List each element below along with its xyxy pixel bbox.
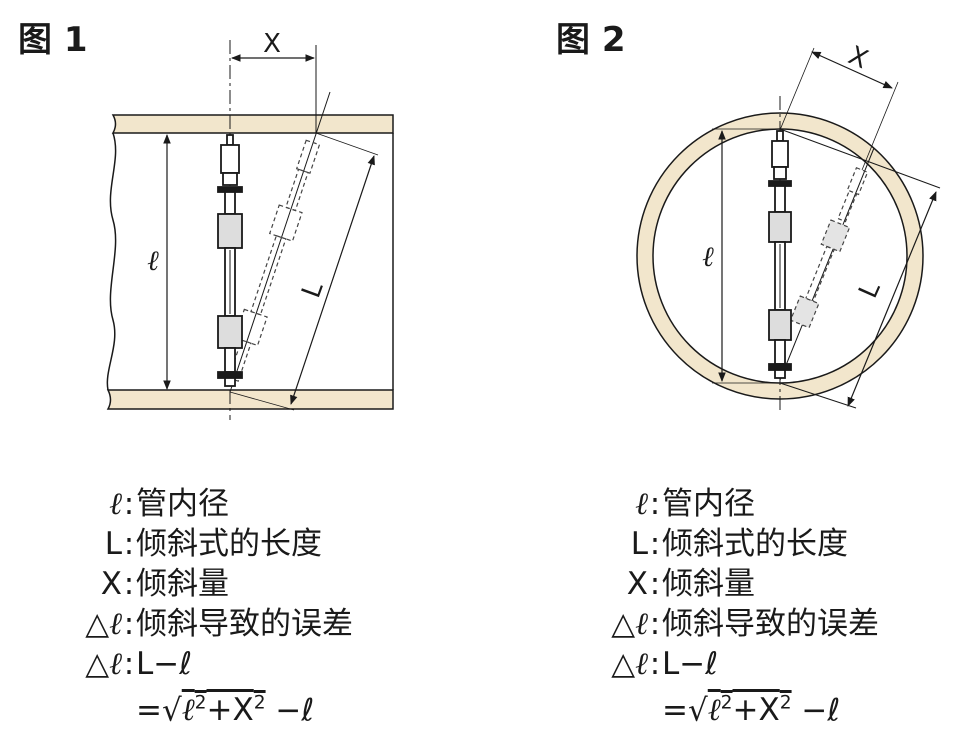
figure-1: X ℓ L <box>106 29 394 420</box>
legend-row-inner-diameter: ℓ:管内径 <box>588 484 879 524</box>
l-length-dimension <box>847 191 937 407</box>
formula-line-2: =√ℓ2+X2 −ℓ <box>662 692 841 729</box>
legend-symbol: ℓ <box>635 486 648 522</box>
inner-dim-label: ℓ <box>702 240 714 273</box>
legend-row-formula-2: =√ℓ2+X2 −ℓ <box>62 684 353 728</box>
figure-1-title: 图 1 <box>18 20 88 60</box>
figure-2: X ℓ L <box>636 41 941 410</box>
pipe-break-line <box>106 132 117 391</box>
legend-symbol: X <box>100 566 122 602</box>
legend-row-length: L:倾斜式的长度 <box>62 524 353 564</box>
x-dim-label: X <box>263 29 281 59</box>
legend-symbol: L <box>104 526 122 562</box>
l-length-dimension <box>290 155 375 405</box>
legend-row-formula: △ℓ:L−ℓ <box>588 644 879 684</box>
legend-text: 倾斜式的长度 <box>662 526 848 562</box>
figure-2-title: 图 2 <box>556 20 626 60</box>
legend-symbol: △ℓ <box>85 606 122 642</box>
legend-text: 倾斜量 <box>662 566 755 602</box>
legend-row-formula: △ℓ:L−ℓ <box>62 644 353 684</box>
legend-text: 管内径 <box>136 486 229 522</box>
inner-dim-label: ℓ <box>147 244 159 277</box>
tilted-chord-bottom <box>779 382 857 409</box>
legend-text: 倾斜导致的误差 <box>136 606 353 642</box>
legend-symbol: △ℓ <box>611 646 648 682</box>
legend-symbol: L <box>630 526 648 562</box>
formula-line-1: L−ℓ <box>662 646 719 682</box>
legend-symbol: △ℓ <box>85 646 122 682</box>
bore-gauge-vertical <box>217 134 243 387</box>
legend-row-error: △ℓ:倾斜导致的误差 <box>588 604 879 644</box>
tilted-chord-top <box>779 128 941 189</box>
legend-row-tilt: X:倾斜量 <box>588 564 879 604</box>
formula-line-2: =√ℓ2+X2 −ℓ <box>136 692 315 729</box>
x-dim-label: X <box>844 41 872 76</box>
legend-symbol: ℓ <box>109 486 122 522</box>
legend-figure-1: ℓ:管内径 L:倾斜式的长度 X:倾斜量 △ℓ:倾斜导致的误差 △ℓ:L−ℓ =… <box>62 484 353 728</box>
legend-row-formula-2: =√ℓ2+X2 −ℓ <box>588 684 879 728</box>
legend-figure-2: ℓ:管内径 L:倾斜式的长度 X:倾斜量 △ℓ:倾斜导致的误差 △ℓ:L−ℓ =… <box>588 484 879 728</box>
legend-row-length: L:倾斜式的长度 <box>588 524 879 564</box>
x-dimension <box>811 51 893 89</box>
pipe-top-wall <box>111 114 394 134</box>
tilted-gauge-ghost <box>789 166 869 329</box>
legend-text: 倾斜式的长度 <box>136 526 322 562</box>
pipe-bottom-wall <box>106 389 394 410</box>
legend-row-error: △ℓ:倾斜导致的误差 <box>62 604 353 644</box>
tilted-axis-line <box>779 147 875 381</box>
legend-symbol: X <box>626 566 648 602</box>
formula-line-1: L−ℓ <box>136 646 193 682</box>
legend-text: 倾斜量 <box>136 566 229 602</box>
bore-gauge-vertical <box>768 130 792 379</box>
legend-text: 倾斜导致的误差 <box>662 606 879 642</box>
legend-row-tilt: X:倾斜量 <box>62 564 353 604</box>
legend-row-inner-diameter: ℓ:管内径 <box>62 484 353 524</box>
legend-text: 管内径 <box>662 486 755 522</box>
legend-symbol: △ℓ <box>611 606 648 642</box>
